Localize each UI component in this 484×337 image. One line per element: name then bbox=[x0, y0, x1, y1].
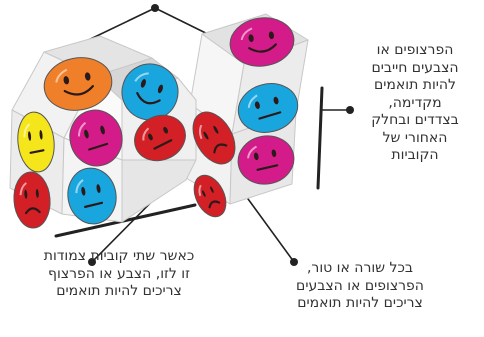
left-yellow-face-eye bbox=[28, 131, 32, 141]
annotation-right-line: מקדימה, bbox=[388, 94, 442, 111]
front-blue-face-mouth bbox=[84, 201, 104, 208]
right-blue-face bbox=[237, 83, 299, 133]
top-orange-face-eye bbox=[84, 72, 91, 81]
top-blue-face-disc bbox=[121, 63, 179, 121]
right-magenta-face bbox=[237, 135, 295, 185]
annotation-bottom-left-line: זו לזו, הצבע או הפרצוף bbox=[48, 265, 190, 282]
right-red-lower-face-shine bbox=[198, 184, 202, 197]
front-red-face-mouth bbox=[153, 139, 173, 150]
top-callout-dot bbox=[151, 4, 159, 12]
front-red-face-eye bbox=[148, 133, 153, 141]
annotation-bottom-left-line: צריכים להיות תואמים bbox=[56, 283, 182, 299]
front-red-face bbox=[134, 114, 186, 162]
right-callout-dot bbox=[346, 106, 354, 114]
right-red-face bbox=[192, 111, 236, 165]
top-magenta-face-eye bbox=[268, 31, 274, 40]
front-magenta-face-eye bbox=[100, 125, 105, 135]
right-blue-face-eye bbox=[254, 101, 260, 109]
bottom-bracket-line bbox=[54, 203, 197, 238]
right-blue-face-mouth bbox=[258, 111, 282, 120]
left-yellow-face-mouth bbox=[29, 149, 45, 154]
annotation-right-line: הקוביות bbox=[391, 147, 439, 163]
right-red-lower-face-eye bbox=[210, 186, 214, 193]
right-magenta-face-mouth bbox=[256, 164, 279, 171]
top-blue-face-shine bbox=[134, 72, 149, 82]
left-red-face bbox=[13, 171, 51, 229]
bottom-left-callout-dot bbox=[88, 258, 96, 266]
cube-middle-lower bbox=[121, 159, 197, 223]
right-blue-face-eye bbox=[273, 96, 279, 105]
left-yellow-face-shine bbox=[23, 123, 31, 138]
top-magenta-face bbox=[229, 17, 295, 67]
left-red-face-eye bbox=[35, 188, 39, 198]
right-red-lower-face bbox=[193, 174, 227, 218]
front-magenta-face-mouth bbox=[88, 142, 109, 151]
annotation-bottom-right-line: הפרצופים או הצבעים bbox=[296, 277, 424, 294]
annotation-right-line: הצבעים חייבים bbox=[371, 59, 459, 76]
annotation-right-line: בצדדים ובחלק bbox=[371, 112, 459, 128]
right-magenta-face-disc bbox=[237, 135, 295, 185]
top-blue-face-eye bbox=[157, 84, 163, 94]
left-yellow-face bbox=[17, 111, 55, 173]
annotation-bottom-left-line: כאשר שתי קוביות צמודות bbox=[43, 248, 195, 264]
right-magenta-face-shine bbox=[247, 145, 258, 159]
callout-dots bbox=[88, 4, 354, 266]
top-blue-face-eye bbox=[140, 79, 146, 88]
top-orange-face-shine bbox=[55, 68, 68, 83]
front-red-face-eye bbox=[163, 126, 169, 134]
front-magenta-face bbox=[69, 109, 123, 167]
annotation-bottom-right: בכל שורה או טור, הפרצופים או הצבעים צריכ… bbox=[262, 260, 458, 313]
front-blue-face-eye bbox=[96, 184, 101, 194]
annotation-right-line: הפרצופים או bbox=[376, 42, 454, 58]
top-orange-face-disc bbox=[43, 57, 113, 111]
top-orange-face-eye bbox=[63, 76, 70, 85]
right-bracket-line bbox=[316, 86, 324, 190]
left-red-face-eye bbox=[24, 189, 28, 199]
right-red-lower-face-disc bbox=[193, 174, 227, 218]
annotation-right-line: האחורי של bbox=[382, 129, 448, 146]
right-blue-face-shine bbox=[247, 94, 258, 108]
front-red-face-disc bbox=[134, 114, 186, 162]
top-magenta-face-shine bbox=[240, 27, 253, 41]
right-red-face-shine bbox=[198, 124, 203, 140]
right-red-face-eye bbox=[213, 125, 219, 134]
top-orange-face-mouth bbox=[63, 85, 94, 96]
annotation-bottom-right-line: צריכים להיות תואמים bbox=[297, 295, 423, 311]
top-magenta-face-mouth bbox=[248, 43, 278, 53]
right-red-face-eye bbox=[203, 131, 209, 140]
bottom-right-callout-dot bbox=[290, 258, 298, 266]
front-red-face-shine bbox=[142, 127, 150, 141]
annotation-bottom-left: כאשר שתי קוביות צמודות זו לזו, הצבע או ה… bbox=[15, 248, 223, 301]
callout-lines bbox=[54, 7, 349, 263]
left-red-face-shine bbox=[19, 182, 27, 196]
front-blue-face bbox=[67, 167, 117, 225]
face-stickers bbox=[13, 17, 299, 229]
right-red-face-mouth bbox=[213, 143, 228, 154]
left-red-face-mouth bbox=[24, 207, 41, 215]
front-magenta-face-eye bbox=[84, 129, 89, 139]
top-blue-face-mouth bbox=[136, 92, 161, 105]
annotation-right: הפרצופים או הצבעים חייבים להיות תואמים מ… bbox=[350, 42, 480, 165]
annotation-right-line: להיות תואמים bbox=[373, 77, 456, 93]
right-magenta-face-eye bbox=[271, 149, 277, 158]
top-magenta-face-disc bbox=[229, 17, 295, 67]
front-blue-face-shine bbox=[75, 179, 84, 194]
top-magenta-face-eye bbox=[248, 34, 254, 43]
annotation-bottom-right-line: בכל שורה או טור, bbox=[306, 260, 413, 276]
right-blue-face-disc bbox=[237, 83, 299, 133]
left-yellow-face-eye bbox=[39, 130, 43, 140]
right-red-lower-face-mouth bbox=[208, 200, 221, 209]
right-red-lower-face-eye bbox=[202, 190, 206, 197]
top-blue-face bbox=[121, 63, 179, 121]
right-magenta-face-eye bbox=[253, 152, 259, 161]
right-red-face-disc bbox=[192, 111, 236, 165]
top-orange-face bbox=[43, 57, 113, 111]
front-blue-face-eye bbox=[81, 186, 86, 196]
front-magenta-face-shine bbox=[78, 121, 87, 137]
